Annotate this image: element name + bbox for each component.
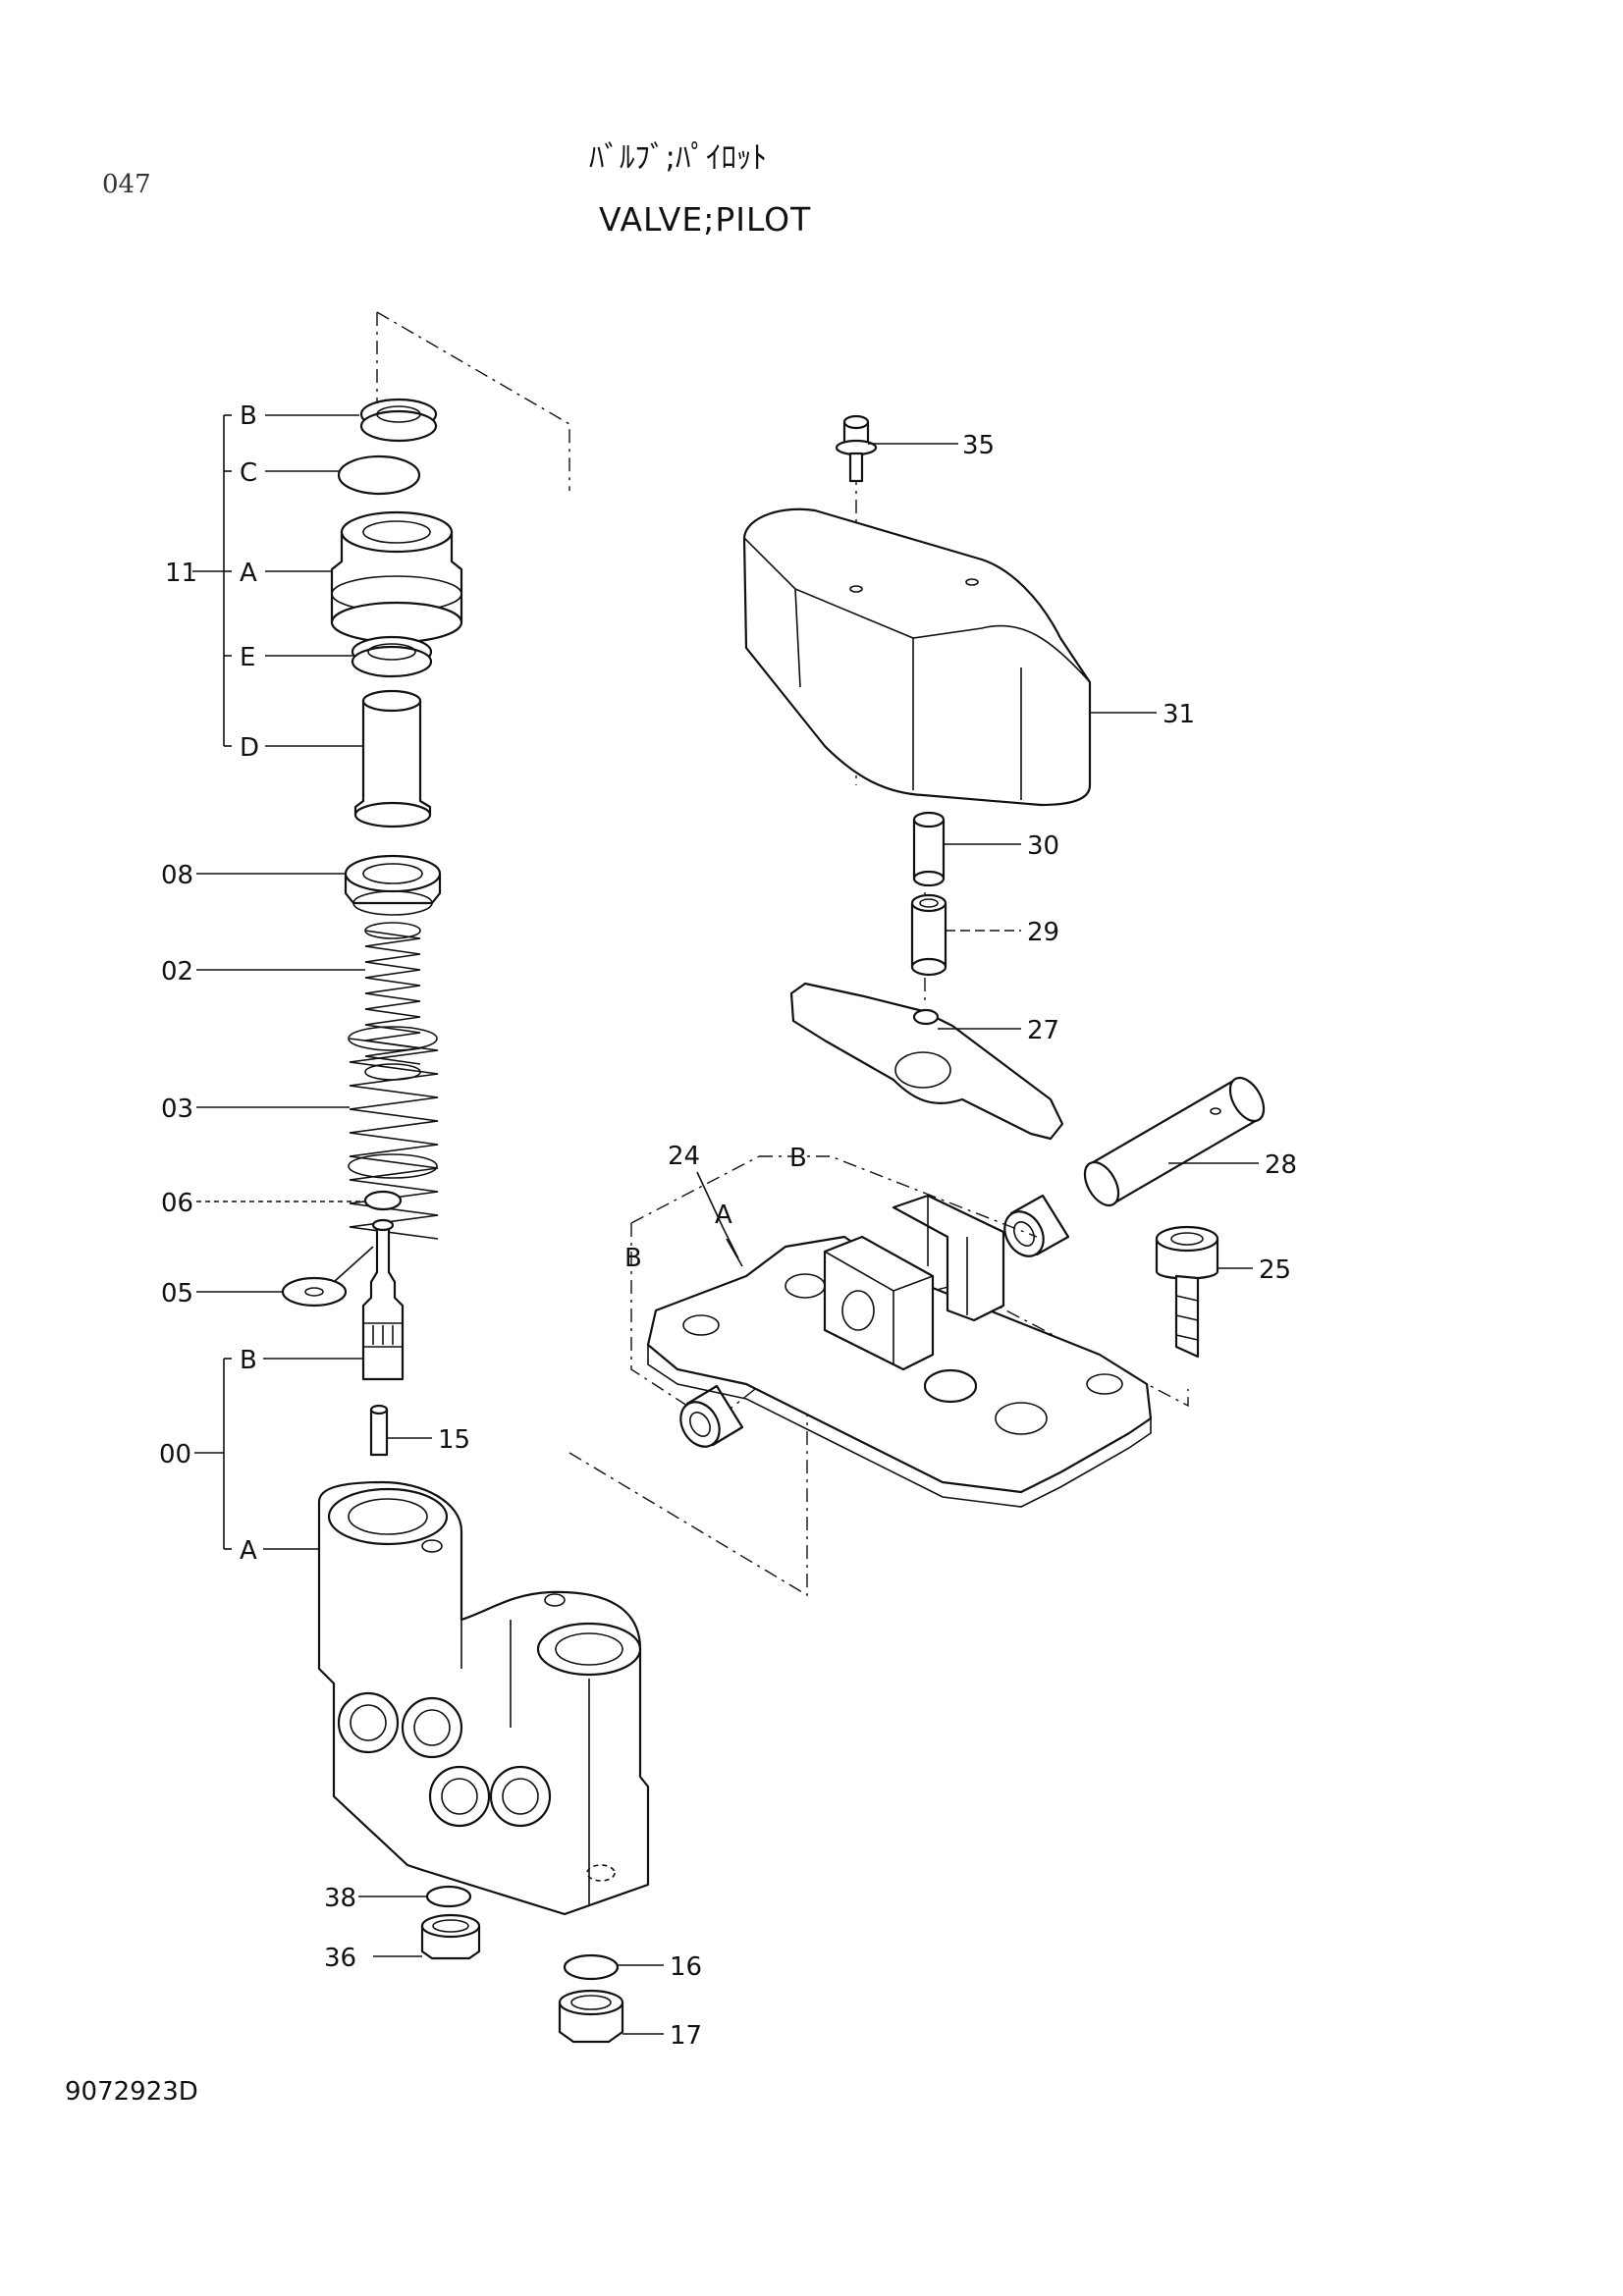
part-16-o-ring — [563, 1953, 620, 1981]
callout-27: 27 — [1027, 1016, 1059, 1045]
callout-29: 29 — [1027, 918, 1059, 947]
drawing-number: 9072923D — [65, 2077, 198, 2107]
title-japanese: ﾊﾞﾙﾌﾞ;ﾊﾟｲﾛｯﾄ — [589, 140, 767, 176]
leader-24b-left — [630, 1155, 760, 1224]
callout-05: 05 — [161, 1279, 193, 1308]
part-08-spring-seat — [344, 854, 442, 916]
part-30-pin — [912, 811, 946, 887]
alignment-line-top — [376, 311, 570, 491]
callout-08: 08 — [161, 861, 193, 890]
callout-11d: D — [240, 733, 259, 763]
part-31-cover — [742, 507, 1092, 807]
callout-06: 06 — [161, 1189, 193, 1218]
callout-25: 25 — [1259, 1255, 1291, 1285]
callout-03: 03 — [161, 1095, 193, 1124]
leader-24a — [726, 1238, 743, 1267]
part-25-bolt — [1155, 1225, 1219, 1359]
part-15-pin — [369, 1404, 389, 1457]
callout-36: 36 — [324, 1944, 356, 1973]
part-11b-seal — [359, 398, 438, 443]
part-17-plug — [558, 1989, 624, 2044]
callout-24a: A — [715, 1201, 732, 1230]
callout-15: 15 — [438, 1425, 470, 1455]
part-38-o-ring — [425, 1885, 472, 1908]
callout-30: 30 — [1027, 831, 1059, 861]
part-35-bolt — [835, 414, 878, 483]
part-27-cam — [789, 982, 1064, 1141]
part-11c-o-ring — [337, 454, 421, 496]
part-11d-push-rod — [353, 689, 432, 828]
part-11a-guide — [330, 510, 463, 644]
callout-11: 11 — [165, 559, 197, 588]
part-36-plug — [420, 1913, 481, 1960]
part-29-sleeve — [910, 893, 947, 977]
callout-00b: B — [240, 1346, 257, 1375]
alignment-line-bushing — [721, 1275, 993, 1416]
page-number: 047 — [102, 170, 151, 199]
callout-24b-top: B — [789, 1144, 807, 1173]
callout-11b: B — [240, 401, 257, 431]
callout-00: 00 — [159, 1440, 191, 1469]
part-00b-spool — [361, 1218, 405, 1381]
callout-02: 02 — [161, 957, 193, 987]
callout-11a: A — [240, 559, 257, 588]
callout-00a: A — [240, 1536, 257, 1566]
callout-16: 16 — [670, 1952, 702, 1982]
leader-24b-upper — [759, 1155, 1038, 1238]
alignment-line-base — [568, 1355, 808, 1597]
part-24b-bushing-right — [1003, 1194, 1070, 1257]
part-05-snap-ring — [281, 1246, 374, 1308]
part-28-pin — [1083, 1076, 1266, 1207]
part-24a-plate — [646, 1194, 1153, 1508]
part-00a-casing — [317, 1480, 650, 1916]
callout-11c: C — [240, 458, 257, 488]
callout-38: 38 — [324, 1884, 356, 1913]
leader-24 — [696, 1171, 739, 1259]
part-03-outer-spring — [348, 1026, 439, 1240]
alignment-line-bolt — [981, 1297, 1189, 1408]
leader-24b-lower — [630, 1223, 688, 1407]
title-english: VALVE;PILOT — [599, 200, 812, 239]
callout-24: 24 — [668, 1142, 700, 1171]
callout-28: 28 — [1265, 1150, 1297, 1180]
callout-35: 35 — [962, 431, 995, 460]
callout-24b-left: B — [624, 1244, 642, 1273]
callout-31: 31 — [1163, 700, 1195, 729]
callout-11e: E — [240, 643, 255, 672]
callout-17: 17 — [670, 2021, 702, 2051]
part-24b-bushing-left — [679, 1384, 744, 1448]
part-06-washer — [363, 1190, 403, 1211]
part-11e-ring — [351, 635, 433, 678]
